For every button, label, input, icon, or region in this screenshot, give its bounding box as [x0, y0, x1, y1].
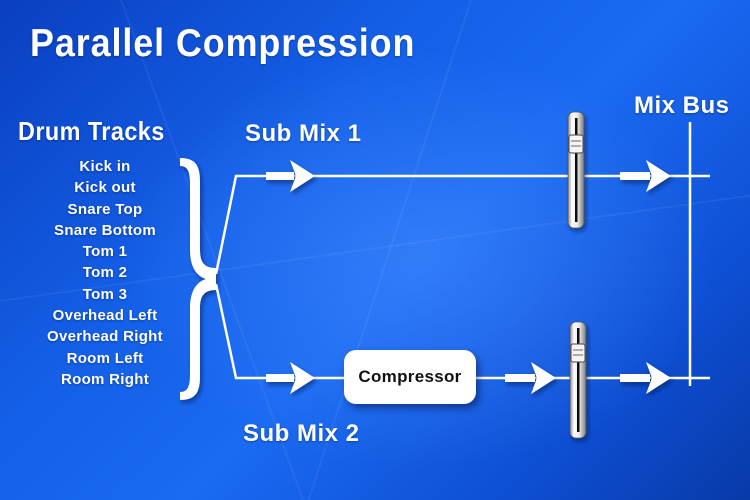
track-item: Tom 3 — [82, 285, 128, 303]
compressor-label: Compressor — [358, 367, 462, 386]
fader-icon — [567, 111, 585, 229]
arrow-right-icon — [266, 362, 315, 394]
track-item: Tom 2 — [82, 264, 128, 282]
curly-brace-icon — [180, 158, 216, 400]
track-item: Room Left — [66, 349, 144, 367]
fader-icon — [569, 321, 587, 439]
arrow-right-icon — [266, 160, 315, 192]
sub-mix-2-label: Sub Mix 2 — [243, 420, 360, 447]
track-item: Kick in — [79, 158, 131, 175]
track-item: Snare Top — [67, 200, 143, 218]
compressor-box: Compressor — [344, 350, 476, 404]
track-item: Overhead Left — [52, 307, 158, 325]
arrow-right-icon — [505, 362, 556, 394]
track-item: Tom 1 — [82, 243, 128, 261]
arrow-right-icon — [620, 160, 671, 192]
mix-bus-label: Mix Bus — [634, 92, 730, 119]
arrow-right-icon — [620, 362, 671, 394]
track-item: Room Right — [61, 370, 149, 388]
track-item: Snare Bottom — [54, 221, 156, 239]
drum-track-list: Kick in Kick out Snare Top Snare Bottom … — [30, 156, 180, 390]
drum-tracks-heading: Drum Tracks — [18, 116, 165, 146]
track-item: Kick out — [74, 179, 136, 197]
track-item: Overhead Right — [47, 328, 163, 346]
split-lines — [214, 122, 710, 386]
sub-mix-1-label: Sub Mix 1 — [245, 120, 362, 147]
page-title: Parallel Compression — [30, 22, 416, 65]
